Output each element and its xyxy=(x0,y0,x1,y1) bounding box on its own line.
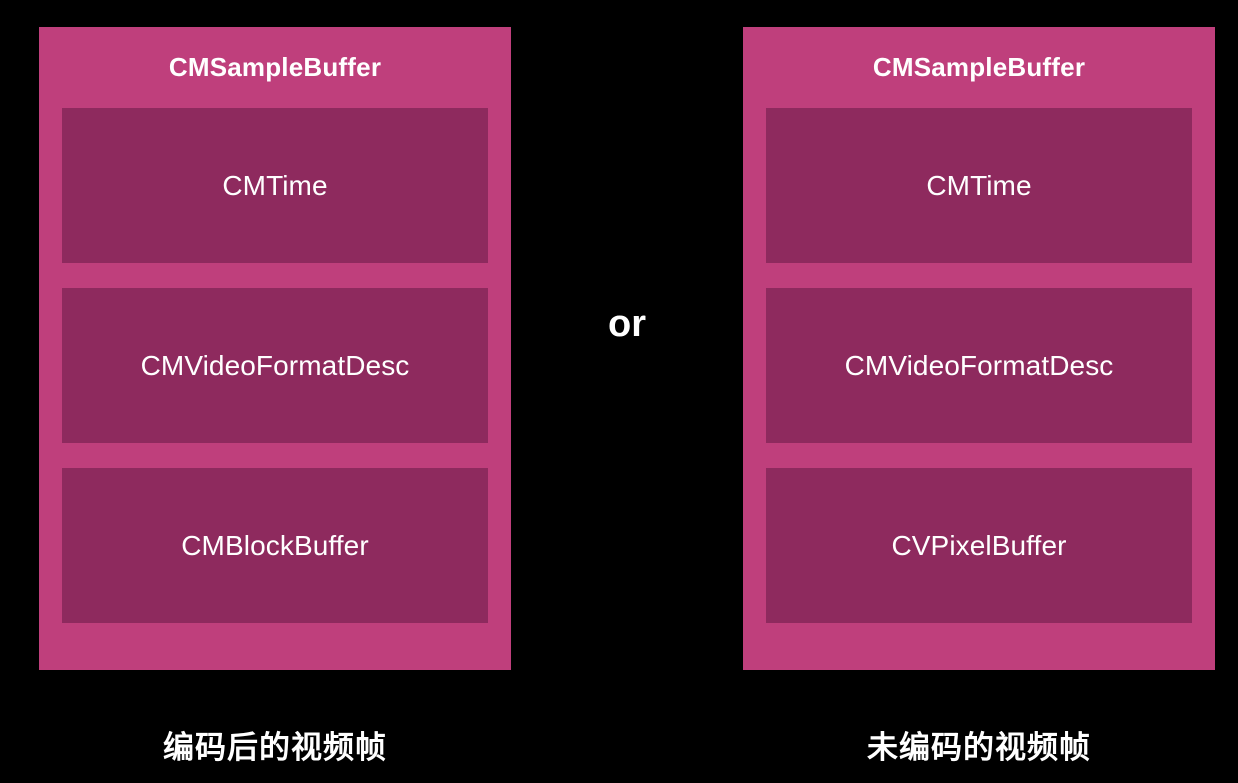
slot-label-left-1: CMVideoFormatDesc xyxy=(140,350,410,381)
slot-label-right-0: CMTime xyxy=(926,170,1032,201)
slot-label-right-2: CVPixelBuffer xyxy=(891,530,1067,561)
panel-raw-sample-buffer: CMSampleBuffer CMTime CMVideoFormatDesc … xyxy=(743,27,1215,670)
slot-left-cmtime: CMTime xyxy=(62,108,488,263)
slot-left-cmblockbuffer: CMBlockBuffer xyxy=(62,468,488,623)
panel-title-left: CMSampleBuffer xyxy=(168,52,382,82)
slot-label-left-2: CMBlockBuffer xyxy=(181,530,369,561)
connector-or-label: or xyxy=(608,303,646,345)
slot-right-cmvideoformatdesc: CMVideoFormatDesc xyxy=(766,288,1192,443)
slot-right-cvpixelbuffer: CVPixelBuffer xyxy=(766,468,1192,623)
slot-label-left-0: CMTime xyxy=(222,170,328,201)
slot-label-right-1: CMVideoFormatDesc xyxy=(844,350,1114,381)
panel-encoded-sample-buffer: CMSampleBuffer CMTime CMVideoFormatDesc … xyxy=(39,27,511,670)
caption-encoded-frame: 编码后的视频帧 xyxy=(163,730,387,765)
caption-unencoded-frame: 未编码的视频帧 xyxy=(867,730,1091,765)
slot-left-cmvideoformatdesc: CMVideoFormatDesc xyxy=(62,288,488,443)
panel-title-right: CMSampleBuffer xyxy=(872,52,1086,82)
slot-list-right: CMTime CMVideoFormatDesc CVPixelBuffer xyxy=(766,108,1192,643)
slot-right-cmtime: CMTime xyxy=(766,108,1192,263)
slot-list-left: CMTime CMVideoFormatDesc CMBlockBuffer xyxy=(62,108,488,643)
